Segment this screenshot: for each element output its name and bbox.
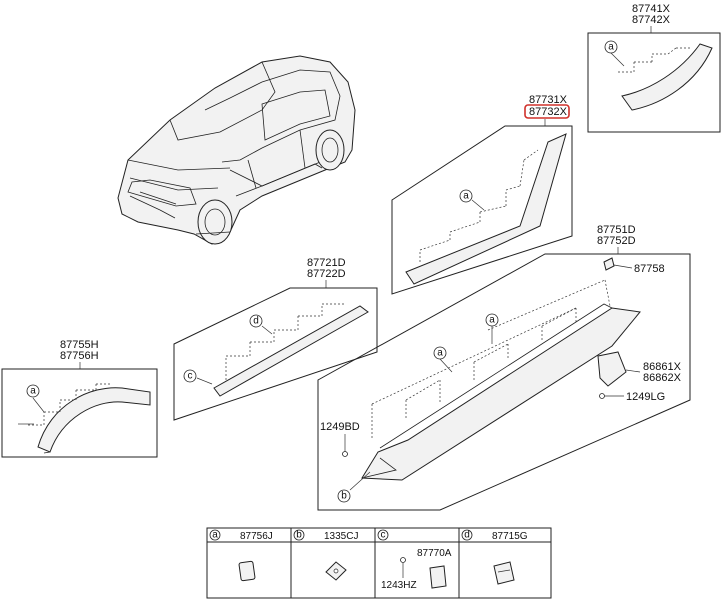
screw-1243hz-icon: [400, 557, 406, 563]
bolt-1249lg-shape: [599, 393, 605, 399]
legend-key-b: b: [296, 530, 302, 541]
legend-cell-b[interactable]: b 1335CJ: [293, 530, 358, 581]
legend-code-c: 87770A: [417, 548, 452, 559]
front-fender-molding-group: 87755H 87756H a: [1, 339, 158, 458]
side-sill-part-number-2[interactable]: 87752D: [597, 235, 636, 247]
legend-key-a: a: [212, 530, 218, 541]
mudguard-part-number-2[interactable]: 86862X: [643, 372, 682, 384]
bolt-1249bd-label[interactable]: 1249BD: [320, 421, 360, 433]
legend-cell-d[interactable]: d 87715G: [461, 530, 528, 585]
rear-door-part-number-1[interactable]: 87731X: [529, 94, 568, 106]
clip-87758-shape: [603, 257, 615, 271]
side-sill-part-number-1[interactable]: 87751D: [597, 224, 636, 236]
pad-87756j-icon: [238, 560, 256, 582]
callout-c-front-door: c: [188, 371, 193, 382]
callout-a-rear-door: a: [463, 191, 469, 202]
rear-door-part-number-2[interactable]: 87732X: [529, 106, 568, 118]
rear-fender-part-number-1[interactable]: 87741X: [632, 3, 671, 15]
mudguard-part-number-1[interactable]: 86861X: [643, 361, 682, 373]
front-fender-part-number-1[interactable]: 87755H: [60, 339, 99, 351]
side-sill-molding-group: 87751D 87752D a a b: [317, 224, 691, 511]
callout-a-rear-fender: a: [608, 42, 614, 53]
legend-key-d: d: [464, 530, 470, 541]
front-fender-part-number-2[interactable]: 87756H: [60, 350, 99, 362]
callout-a-front-fender: a: [30, 386, 36, 397]
highlighted-part-marker: [524, 104, 570, 119]
clip-87715g-icon: [493, 561, 515, 585]
clip-87770a-icon: [429, 565, 447, 589]
callout-a-side-sill-upper: a: [489, 315, 495, 326]
callout-a-side-sill-lower: a: [437, 348, 443, 359]
fastener-legend-table: a 87756J b 1335CJ c 87770A 1243HZ d 8771…: [206, 527, 552, 599]
bolt-1249bd-shape: [342, 451, 348, 457]
legend-code-d: 87715G: [492, 531, 528, 542]
legend-cell-c[interactable]: c 87770A 1243HZ: [377, 530, 452, 592]
front-door-molding-group: 87721D 87722D c d: [173, 257, 378, 421]
rear-fender-part-number-2[interactable]: 87742X: [632, 14, 671, 26]
legend-cell-a[interactable]: a 87756J: [209, 530, 273, 582]
clip-87758-label[interactable]: 87758: [634, 263, 665, 275]
callout-d-front-door: d: [253, 316, 259, 327]
bolt-1249lg-label[interactable]: 1249LG: [626, 391, 665, 403]
callout-b-side-sill: b: [341, 491, 347, 502]
legend-key-c: c: [381, 530, 386, 541]
rear-door-molding-group: 87731X 87732X a: [391, 94, 573, 295]
front-door-part-number-2[interactable]: 87722D: [307, 268, 346, 280]
rear-fender-molding-group: 87741X 87742X a: [587, 3, 721, 133]
mudguard-shape: [597, 351, 627, 387]
legend-code-c2: 1243HZ: [381, 580, 417, 591]
front-door-part-number-1[interactable]: 87721D: [307, 257, 346, 269]
legend-code-a: 87756J: [240, 531, 273, 542]
legend-code-b: 1335CJ: [324, 531, 358, 542]
vehicle-illustration: [117, 55, 356, 245]
